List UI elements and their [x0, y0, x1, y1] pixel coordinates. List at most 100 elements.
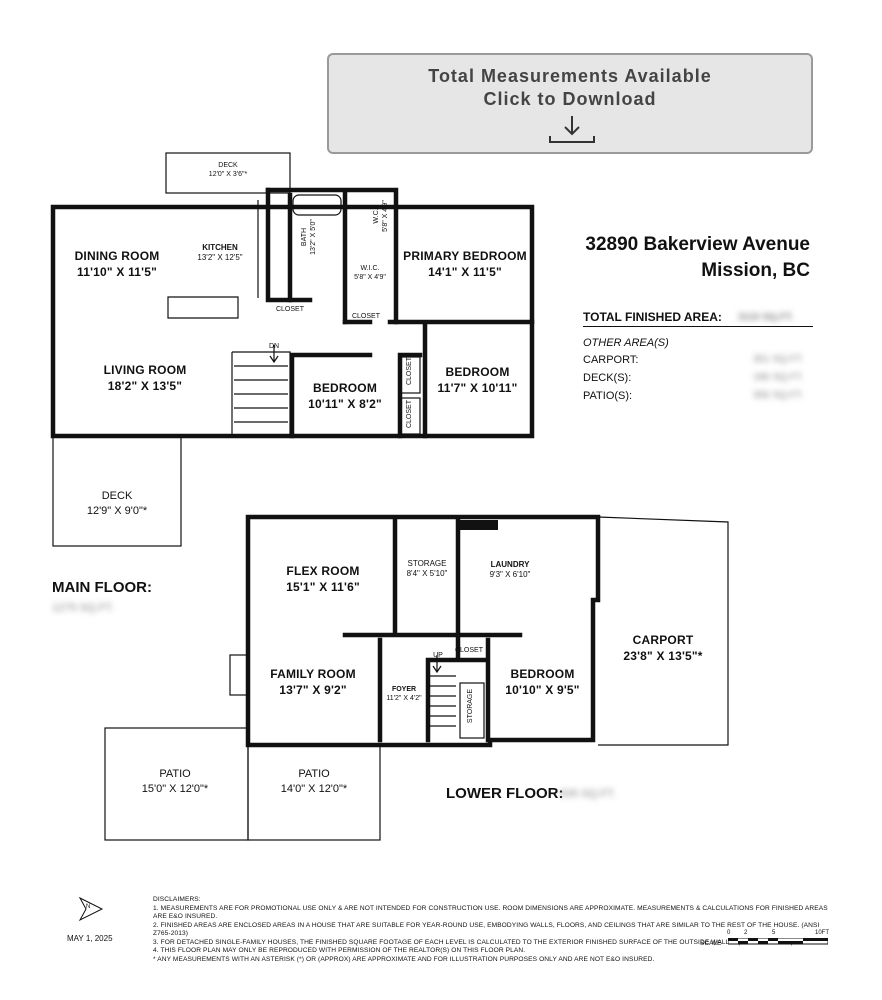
- bath-dim: 13'2" X 5'0": [310, 219, 317, 255]
- wc-name: W.C.: [373, 208, 380, 224]
- stair-treads: [234, 365, 288, 423]
- laundry-dim: 9'3" X 6'10": [489, 570, 531, 579]
- living-dim: 18'2" X 13'5": [107, 379, 183, 393]
- area-summary: TOTAL FINISHED AREA: 3110 SQ.FT. OTHER A…: [583, 310, 813, 402]
- lower-bedroom-name: BEDROOM: [510, 667, 575, 681]
- family-name: FAMILY ROOM: [270, 667, 356, 681]
- kitchen-name: KITCHEN: [202, 243, 238, 252]
- carport-outline: [597, 516, 729, 746]
- scale-tick-10: 10FT: [815, 930, 830, 936]
- dining-dim: 11'10" X 11'5": [77, 265, 157, 279]
- bedroom2-dim: 11'7" X 10'11": [437, 381, 518, 395]
- disclaimer-3: 3. FOR DETACHED SINGLE-FAMILY HOUSES, TH…: [153, 938, 793, 946]
- lower-interior-walls: [342, 517, 523, 743]
- address-street: 32890 Bakerview Avenue: [585, 234, 810, 255]
- dining-name: DINING ROOM: [74, 249, 160, 263]
- main-floor-outline: [50, 204, 535, 439]
- lower-floor-area: 835 SQ.FT.: [560, 788, 616, 800]
- main-floor-label: MAIN FLOOR:: [52, 579, 152, 596]
- lower-storage-box: [459, 682, 485, 739]
- living-name: LIVING ROOM: [103, 363, 187, 377]
- closet-label-4: CLOSET: [406, 400, 413, 429]
- bottom-deck-dim: 12'9" X 9'0"*: [86, 505, 148, 517]
- disclaimer-4: 4. THIS FLOOR PLAN MAY ONLY BE REPRODUCE…: [153, 947, 526, 954]
- disclaimer-5: * ANY MEASUREMENTS WITH AN ASTERISK (*) …: [153, 955, 655, 963]
- scale-tick-5: 5: [772, 930, 776, 936]
- disclaimer-title: DISCLAIMERS:: [153, 896, 201, 903]
- lower-closet-label: CLOSET: [454, 647, 483, 654]
- dn-label: DN: [268, 343, 280, 350]
- closet-box-2: [399, 397, 421, 435]
- laundry-name: LAUNDRY: [490, 560, 530, 569]
- total-area-label: TOTAL FINISHED AREA:: [583, 310, 722, 324]
- deck-value: 186 SQ.FT.: [753, 372, 804, 383]
- room-living: LIVING ROOM 18'2" X 13'5": [80, 362, 210, 394]
- disclaimer-1: 1. MEASUREMENTS ARE FOR PROMOTIONAL USE …: [153, 904, 828, 921]
- room-wic: W.I.C. 5'8" X 4'9": [345, 264, 395, 282]
- lower-floor-label: LOWER FLOOR:: [446, 785, 564, 802]
- bath-tub: [292, 194, 342, 216]
- room-bedroom-2: BEDROOM 11'7" X 10'11": [425, 364, 530, 396]
- scale-tick-2: 2: [744, 930, 748, 936]
- download-icon: [549, 116, 595, 143]
- north-arrow-icon: [78, 896, 104, 922]
- wc-dim: 5'8" X 4'9": [382, 200, 389, 232]
- scale-label: SCALE: [700, 940, 722, 947]
- address-city: Mission, BC: [701, 260, 810, 281]
- scale-bar: [728, 938, 828, 945]
- bedroom2-name: BEDROOM: [445, 365, 510, 379]
- lower-storage-label: STORAGE: [467, 688, 474, 724]
- deck-label: DECK(S):: [583, 372, 632, 384]
- storage-dim: 8'4" X 5'10": [406, 569, 448, 578]
- disclaimers: DISCLAIMERS: 1. MEASUREMENTS ARE FOR PRO…: [153, 896, 833, 964]
- patio2-name: PATIO: [298, 768, 330, 780]
- footer-date: MAY 1, 2025: [67, 934, 113, 943]
- primary-name: PRIMARY BEDROOM: [403, 249, 527, 263]
- north-label: N: [86, 904, 91, 910]
- patio-2-outline: [247, 744, 381, 841]
- download-line1: Total Measurements Available: [428, 66, 712, 86]
- patio-label: PATIO(S):: [583, 390, 633, 402]
- scale-tick-0: 0: [727, 930, 731, 936]
- property-address: 32890 Bakerview Avenue Mission, BC: [560, 232, 810, 284]
- patio2-dim: 14'0" X 12'0"*: [280, 783, 348, 795]
- room-flex: FLEX ROOM 15'1" X 11'6": [268, 563, 378, 595]
- flex-dim: 15'1" X 11'6": [286, 580, 360, 594]
- closet-label-2: CLOSET: [351, 313, 380, 320]
- carport-dim: 23'8" X 13'5"*: [623, 649, 703, 663]
- disclaimer-2: 2. FINISHED AREAS ARE ENCLOSED AREAS IN …: [153, 921, 820, 938]
- lower-stairs: [427, 668, 456, 740]
- dn-arrow: [269, 345, 279, 364]
- flex-name: FLEX ROOM: [286, 564, 360, 578]
- laundry-wall-block: [458, 520, 498, 530]
- wic-name: W.I.C.: [360, 265, 380, 272]
- closet-label-1: CLOSET: [275, 306, 304, 313]
- wic-dim: 5'8" X 4'9": [354, 274, 386, 281]
- lower-floor-outline: [245, 514, 601, 748]
- room-primary: PRIMARY BEDROOM 14'1" X 11'5": [400, 248, 530, 280]
- foyer-name: FOYER: [391, 686, 417, 693]
- room-patio-2: PATIO 14'0" X 12'0"*: [250, 767, 378, 797]
- carport-value: 351 SQ.FT.: [753, 354, 804, 365]
- download-line2: Click to Download: [483, 89, 657, 109]
- main-interior-walls-1: [265, 187, 399, 325]
- main-floor-area: 1275 SQ.FT.: [52, 602, 114, 614]
- primary-dim: 14'1" X 11'5": [428, 265, 502, 279]
- stair-box: [231, 351, 291, 436]
- patio1-dim: 15'0" X 12'0"*: [141, 783, 209, 795]
- download-measurements-button[interactable]: Total Measurements Available Click to Do…: [327, 53, 813, 154]
- fireplace: [229, 654, 249, 696]
- lower-bedroom-dim: 10'10" X 9'5": [505, 683, 580, 697]
- total-area-value: 3110 SQ.FT.: [738, 312, 794, 323]
- room-dining: DINING ROOM 11'10" X 11'5": [62, 248, 172, 280]
